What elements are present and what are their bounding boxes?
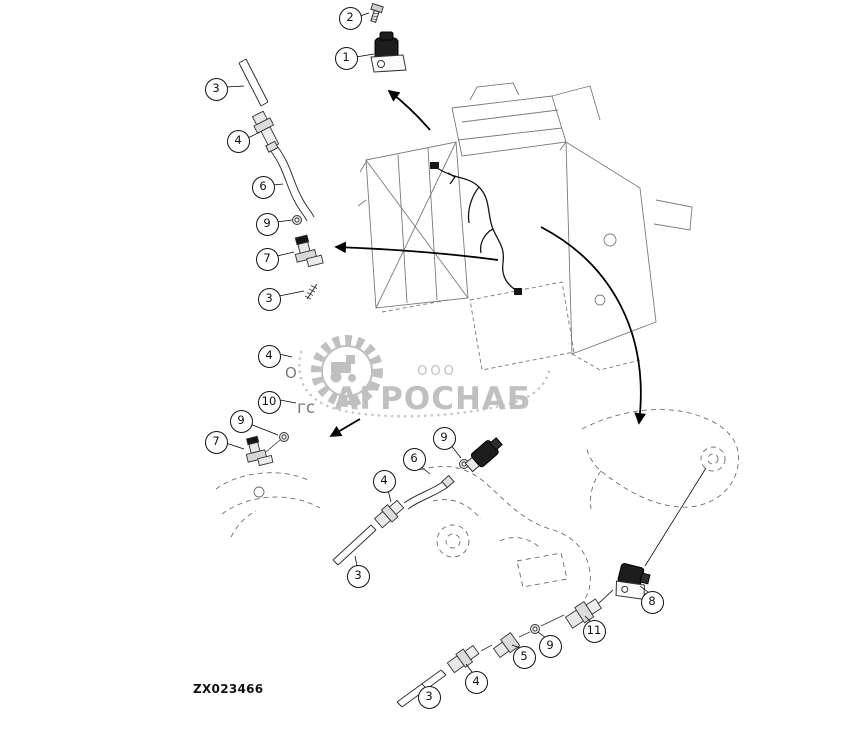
part-callout: 7 bbox=[204, 430, 228, 454]
part-callout: 6 bbox=[251, 175, 275, 199]
part-fitting-4-bottom bbox=[446, 644, 480, 674]
part-elbow-7-top bbox=[294, 234, 324, 268]
part-callout: 4 bbox=[226, 129, 250, 153]
part-callout: 9 bbox=[538, 634, 562, 658]
part-tube-3-top bbox=[238, 58, 269, 107]
part-elbow-7-midleft bbox=[245, 435, 281, 467]
part-callout: 1 bbox=[334, 46, 358, 70]
part-nut-9-bottom bbox=[530, 624, 540, 634]
part-hose-6-top bbox=[265, 140, 315, 222]
drawing-id-label: ZX023466 bbox=[193, 682, 264, 696]
part-tube-3-center bbox=[332, 524, 377, 566]
watermark-fragment-1: О bbox=[285, 364, 297, 382]
part-callout: 9 bbox=[432, 426, 456, 450]
part-nut-9-midleft bbox=[279, 432, 289, 442]
watermark-fragments: О гс bbox=[285, 364, 315, 418]
part-callout: 10 bbox=[257, 390, 281, 414]
watermark: ООО АГРОСНАБ bbox=[298, 335, 551, 418]
pointer-arrows bbox=[329, 89, 646, 437]
bracket-outline-left bbox=[215, 472, 321, 538]
part-callout: 4 bbox=[372, 469, 396, 493]
part-callout: 3 bbox=[346, 564, 370, 588]
part-hose-6-center bbox=[403, 474, 455, 510]
watermark-fragment-2: гс bbox=[297, 398, 315, 418]
part-sensor-8 bbox=[615, 563, 651, 600]
part-callout: 3 bbox=[257, 287, 281, 311]
part-fitting-4-center bbox=[373, 499, 405, 529]
wiring-harness bbox=[430, 162, 522, 295]
part-callout: 8 bbox=[640, 590, 664, 614]
watermark-tractor-icon bbox=[330, 355, 356, 383]
bracket-outline-center bbox=[419, 466, 591, 601]
part-callout: 9 bbox=[229, 409, 253, 433]
part-callout: 4 bbox=[257, 344, 281, 368]
engine-illustration bbox=[357, 82, 693, 371]
part-nut-9-top bbox=[292, 215, 302, 225]
part-callout: 2 bbox=[338, 6, 362, 30]
part-callout: 3 bbox=[417, 685, 441, 709]
watermark-gear-icon bbox=[311, 335, 383, 407]
watermark-company-name: АГРОСНАБ bbox=[334, 381, 531, 417]
part-fitting-5-bottom bbox=[492, 632, 521, 659]
part-fitting-4-top bbox=[251, 110, 280, 149]
part-callout: 3 bbox=[204, 77, 228, 101]
part-callout: 5 bbox=[512, 645, 536, 669]
part-callout: 6 bbox=[402, 447, 426, 471]
part-bolt-2 bbox=[370, 2, 384, 23]
part-stud-3 bbox=[304, 283, 318, 300]
assembly-links bbox=[480, 614, 565, 652]
part-fitting-11 bbox=[564, 589, 614, 629]
arm-outline-right bbox=[581, 409, 739, 510]
part-callout: 11 bbox=[582, 619, 606, 643]
watermark-prefix: ООО bbox=[417, 364, 457, 379]
part-callout: 9 bbox=[255, 212, 279, 236]
part-callout: 7 bbox=[255, 247, 279, 271]
part-sensor-center bbox=[464, 437, 503, 473]
part-callout: 4 bbox=[464, 670, 488, 694]
part-sensor-1 bbox=[370, 31, 407, 73]
